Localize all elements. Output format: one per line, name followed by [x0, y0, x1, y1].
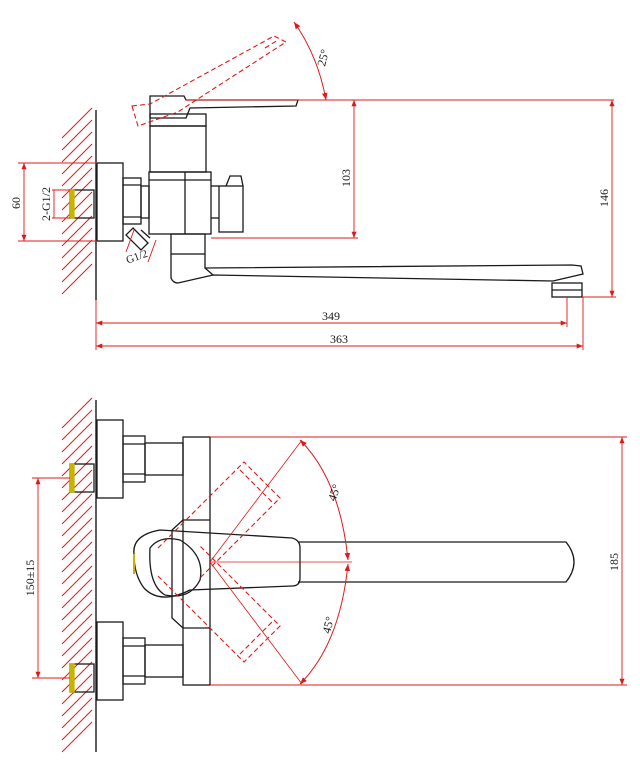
hatch-line — [61, 721, 93, 753]
dim-label-60: 60 — [9, 197, 23, 209]
angle-label-45-lower: 45° — [319, 615, 337, 635]
eccentric-stem — [140, 185, 150, 219]
hatch-line — [61, 203, 93, 235]
diverter-knob — [225, 175, 244, 187]
wall-flange — [96, 162, 124, 242]
wall-hatch-side — [61, 107, 93, 295]
hatch-line — [61, 697, 93, 729]
hatch-line — [61, 625, 93, 657]
lever-rotated-dashed-top — [157, 461, 281, 663]
hatch-line — [61, 433, 93, 465]
hatch-line — [61, 565, 93, 597]
spout-top — [298, 541, 575, 583]
hatch-line — [61, 131, 93, 163]
hatch-line — [61, 143, 93, 175]
hatch-line — [61, 119, 93, 151]
hatch-line — [61, 673, 93, 705]
hatch-line — [61, 191, 93, 223]
hatch-line — [61, 709, 93, 741]
hatch-line — [61, 613, 93, 645]
top-dimension-lines — [32, 436, 627, 686]
angle-arc-45-lower — [299, 563, 351, 685]
hatch-line — [61, 529, 93, 561]
hatch-line — [61, 445, 93, 477]
top-view: 45° 45° 185 150±15 — [23, 397, 627, 753]
lower-nut — [122, 637, 146, 685]
hatch-line — [61, 179, 93, 211]
side-view: 25° — [9, 21, 616, 350]
hatch-line — [61, 251, 93, 283]
outlet-nut — [170, 233, 206, 255]
cartridge-housing — [149, 125, 207, 173]
dim-label-150: 150±15 — [23, 560, 37, 597]
hatch-line — [61, 107, 93, 139]
hatch-line — [61, 541, 93, 573]
lever-handle — [149, 95, 299, 119]
body-top — [182, 436, 211, 686]
upper-flange — [96, 419, 124, 499]
hatch-line — [61, 601, 93, 633]
dim-label-103: 103 — [339, 169, 353, 187]
hatch-line — [61, 239, 93, 271]
hatch-line — [61, 215, 93, 247]
dim-label-349: 349 — [322, 309, 340, 323]
lower-flange — [96, 621, 124, 701]
hatch-line — [61, 227, 93, 259]
diverter-block — [218, 185, 244, 233]
hatch-line — [61, 421, 93, 453]
cartridge-cap — [149, 113, 207, 127]
hatch-line — [61, 409, 93, 441]
hatch-line — [61, 685, 93, 717]
hatch-line — [61, 637, 93, 669]
hatch-line — [61, 493, 93, 525]
hatch-line — [61, 517, 93, 549]
hatch-line — [61, 661, 93, 693]
hatch-line — [61, 553, 93, 585]
hatch-line — [61, 457, 93, 489]
dim-label-185: 185 — [607, 553, 621, 571]
thread-label-outlet: G1/2 — [125, 248, 150, 267]
lever-top — [133, 529, 301, 598]
hatch-line — [61, 649, 93, 681]
hatch-line — [61, 481, 93, 513]
thread-label-inlet: 2-G1/2 — [39, 187, 53, 221]
angled-outlet-fitting — [125, 227, 149, 251]
valve-body — [148, 171, 212, 235]
lever-rotated-dashed — [131, 35, 288, 127]
angle-label-45-upper: 45° — [325, 482, 344, 503]
spout-side — [170, 254, 584, 284]
dim-label-363: 363 — [330, 332, 348, 346]
hatch-line — [61, 167, 93, 199]
hatch-line — [61, 155, 93, 187]
angle-arc-25 — [293, 21, 328, 101]
wall-hatch-top — [61, 397, 93, 753]
upper-nut — [122, 435, 146, 483]
hatch-line — [61, 469, 93, 501]
hatch-line — [61, 263, 93, 295]
side-dimension-lines — [18, 99, 616, 350]
hatch-line — [61, 397, 93, 429]
hatch-line — [61, 577, 93, 609]
hatch-line — [61, 589, 93, 621]
angle-label-25: 25° — [314, 48, 332, 68]
faucet-side-outline — [69, 95, 584, 298]
angle-arc-45-upper — [299, 439, 351, 561]
dim-label-146: 146 — [597, 189, 611, 207]
hatch-line — [61, 505, 93, 537]
faucet-top-outline — [69, 419, 575, 701]
